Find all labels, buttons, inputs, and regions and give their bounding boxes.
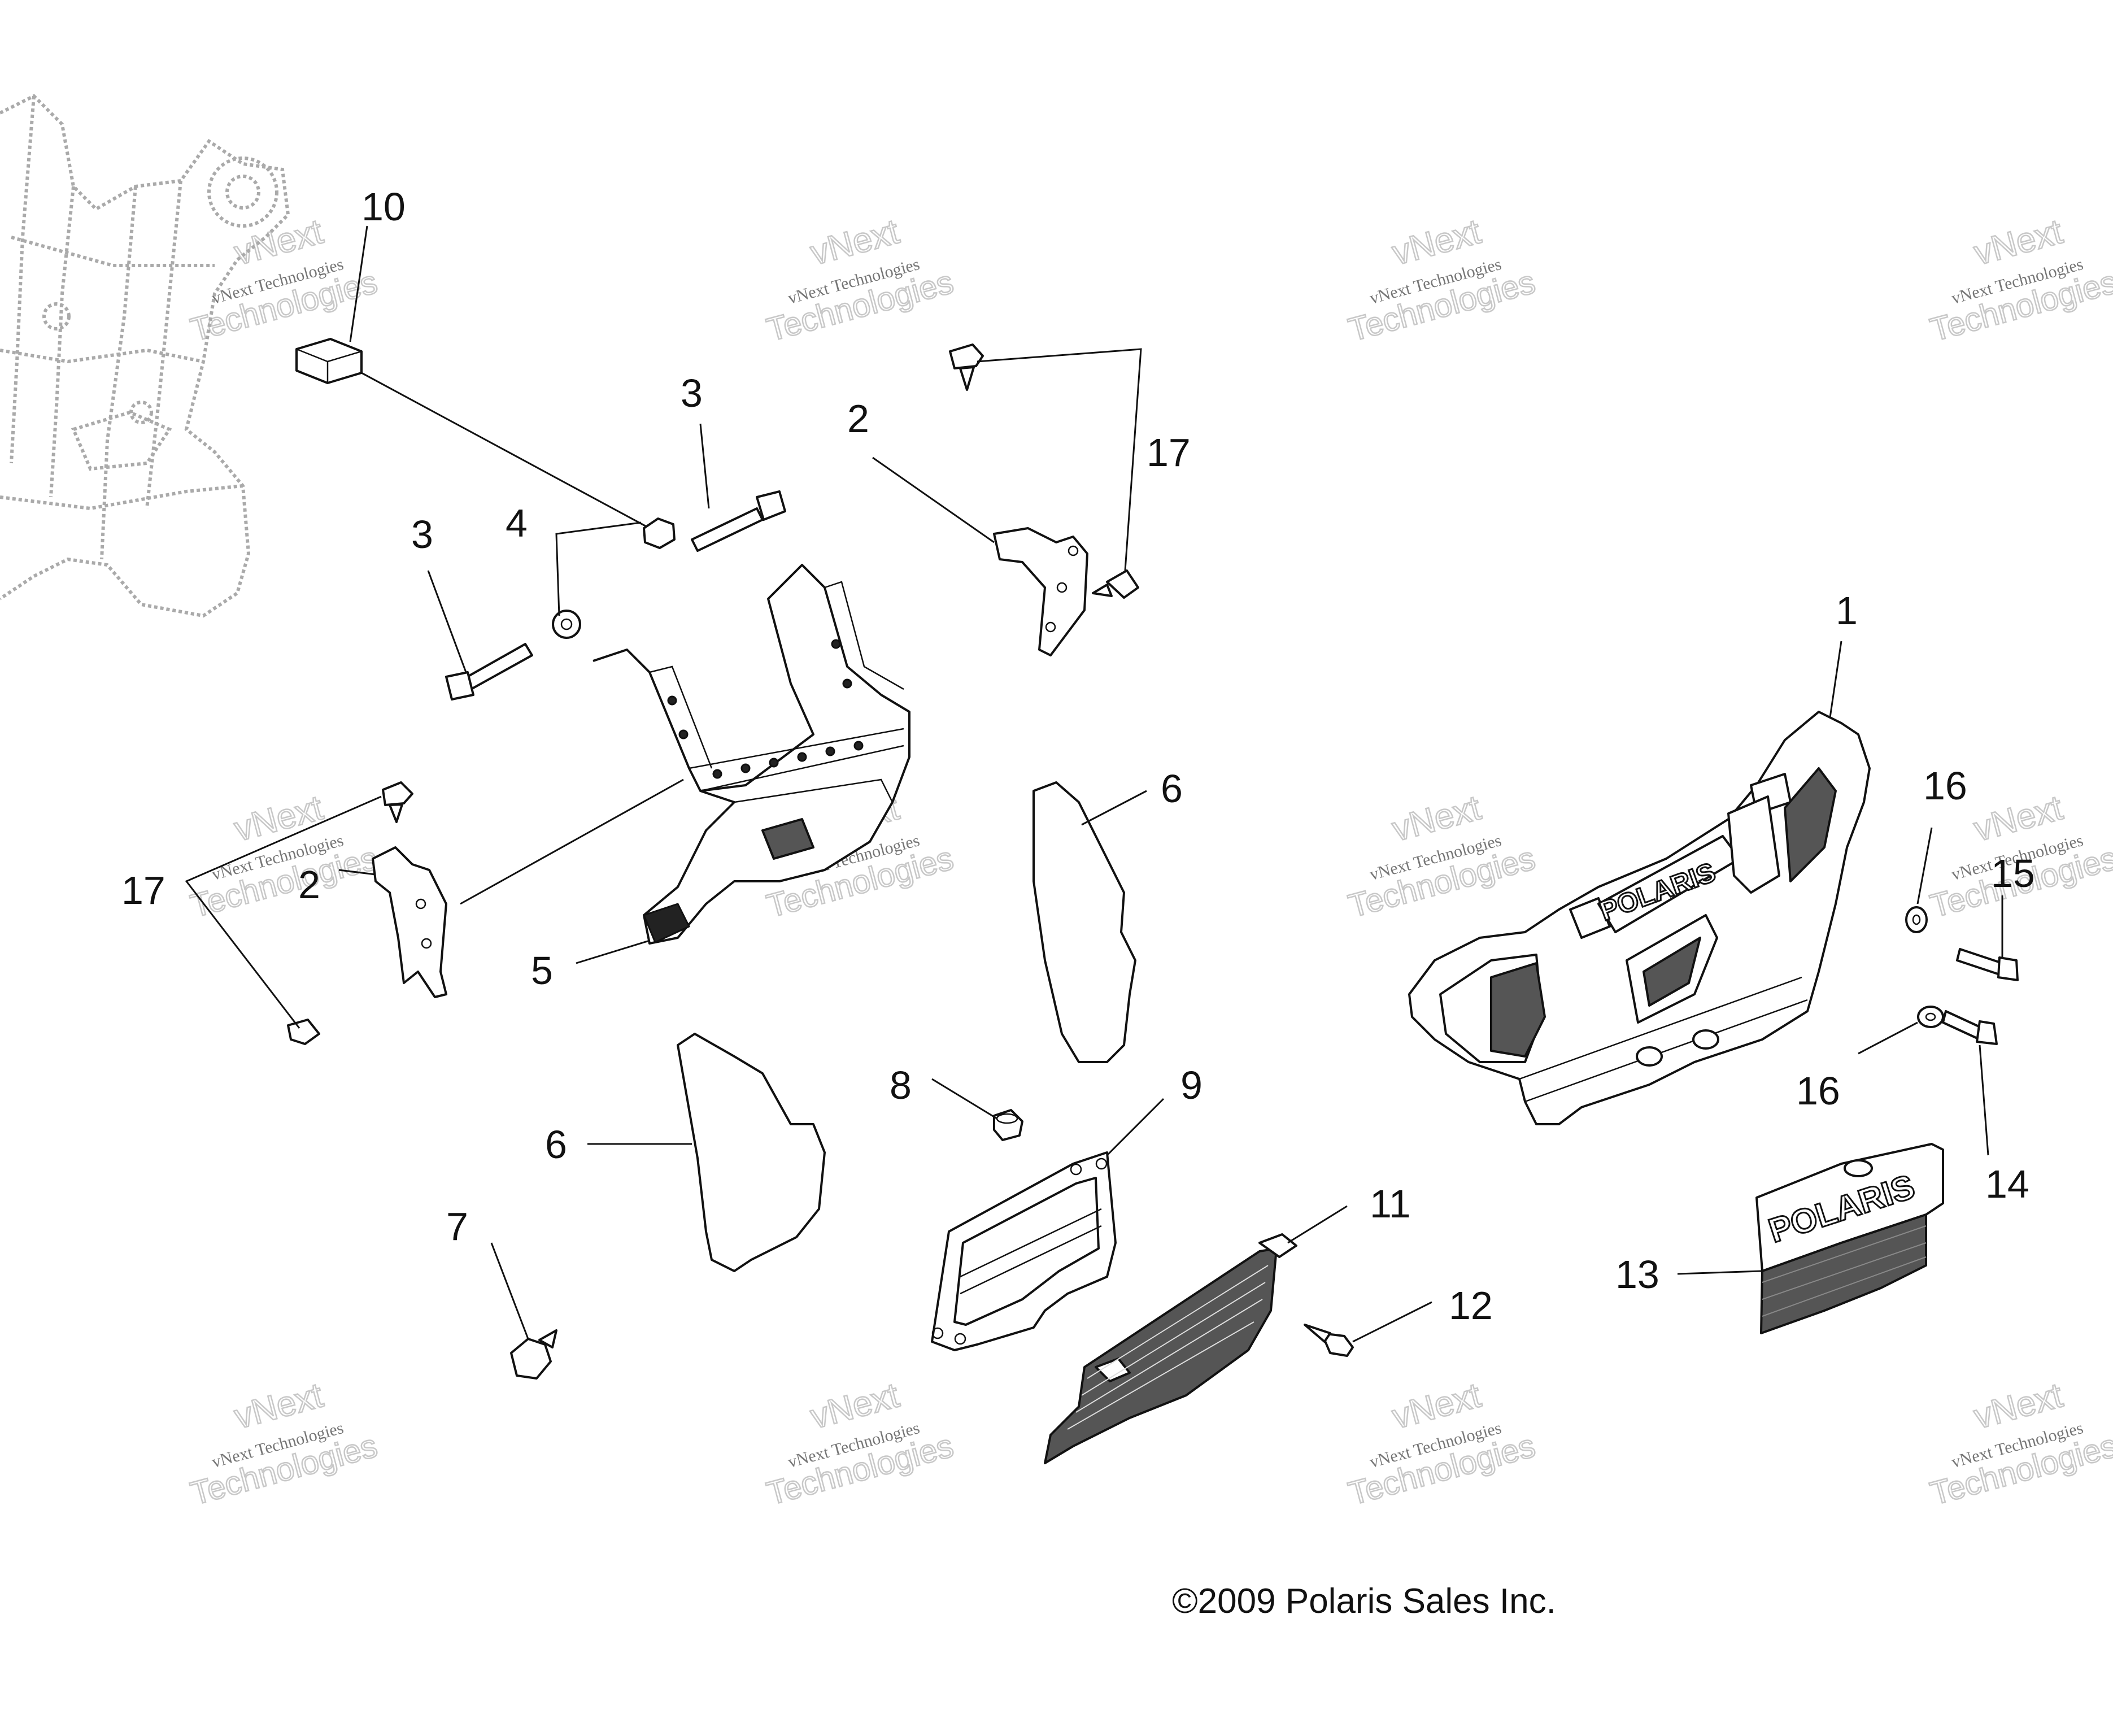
leader-5 bbox=[576, 939, 650, 964]
leader-10-nut bbox=[361, 372, 650, 529]
watermark-top-right: vNext Technologies vNext Technologies bbox=[1926, 211, 2113, 349]
part-8-grommet[interactable] bbox=[993, 1109, 1023, 1141]
callout-17-upper: 17 bbox=[1147, 430, 1191, 475]
leader-17-upper bbox=[977, 348, 1142, 571]
leader-2-lower bbox=[338, 869, 376, 876]
leader-1 bbox=[1829, 641, 1842, 718]
part-17-rivet-lower-b[interactable] bbox=[287, 1019, 320, 1045]
leader-6-right bbox=[1081, 790, 1147, 826]
part-14-bolt[interactable] bbox=[1942, 1010, 1998, 1045]
leader-10 bbox=[349, 225, 368, 342]
callout-10: 10 bbox=[361, 185, 406, 229]
callout-2-lower: 2 bbox=[298, 863, 320, 907]
leader-16-upper bbox=[1916, 827, 1933, 904]
part-17-rivet-lower-a[interactable] bbox=[382, 781, 413, 823]
part-1-front-fascia[interactable]: POLARIS bbox=[1408, 711, 1871, 1125]
part-15-bolt[interactable] bbox=[1956, 948, 2019, 981]
part-13-front-panel[interactable]: POLARIS bbox=[1755, 1143, 1944, 1334]
leader-8 bbox=[931, 1078, 997, 1120]
part-2-bracket-upper[interactable] bbox=[993, 527, 1088, 656]
callout-16-lower: 16 bbox=[1796, 1069, 1840, 1113]
part-10-pad[interactable] bbox=[295, 338, 363, 384]
callout-3-lower: 3 bbox=[411, 512, 433, 556]
part-9-grille-frame[interactable] bbox=[931, 1151, 1117, 1351]
callout-5: 5 bbox=[531, 949, 553, 993]
part-7-rivet[interactable] bbox=[510, 1329, 557, 1380]
part-3-bolt-upper[interactable] bbox=[691, 490, 786, 552]
leader-16-lower bbox=[1858, 1021, 1918, 1055]
leader-4 bbox=[555, 521, 642, 616]
leader-3-lower bbox=[427, 570, 467, 673]
watermark-bottom-right: vNext Technologies vNext Technologies bbox=[1926, 1375, 2113, 1513]
vehicle-frame-outline bbox=[0, 94, 290, 618]
part-17-rivet-upper-a[interactable] bbox=[949, 343, 984, 391]
watermark-bottom-center-right: vNext Technologies vNext Technologies bbox=[1344, 1375, 1540, 1513]
leader-3-upper bbox=[699, 423, 710, 509]
callout-6-right: 6 bbox=[1161, 767, 1183, 811]
part-5-bumper-frame[interactable] bbox=[592, 564, 910, 945]
callout-13: 13 bbox=[1615, 1252, 1659, 1296]
watermark-bottom-left: vNext Technologies vNext Technologies bbox=[186, 1375, 382, 1513]
callout-17-lower: 17 bbox=[121, 868, 165, 912]
callout-8: 8 bbox=[890, 1063, 912, 1107]
part-2-bracket-lower[interactable] bbox=[372, 846, 447, 998]
leader-11 bbox=[1287, 1205, 1348, 1244]
watermark-top-left: vNext Technologies vNext Technologies bbox=[186, 211, 382, 349]
leader-5-bracket bbox=[460, 778, 684, 905]
callout-9: 9 bbox=[1180, 1063, 1203, 1107]
part-3-bolt-lower[interactable] bbox=[445, 643, 533, 701]
callout-12: 12 bbox=[1449, 1283, 1493, 1328]
part-17-rivet-upper-b[interactable] bbox=[1092, 569, 1139, 599]
part-6-panel-right[interactable] bbox=[1032, 781, 1136, 1063]
callout-15: 15 bbox=[1991, 851, 2035, 895]
callout-14: 14 bbox=[1985, 1162, 2029, 1206]
callout-7: 7 bbox=[446, 1204, 468, 1248]
callout-4: 4 bbox=[506, 501, 528, 545]
part-11-mesh-screen[interactable] bbox=[1044, 1233, 1297, 1464]
watermark-top-center-left: vNext Technologies vNext Technologies bbox=[763, 211, 958, 349]
part-12-screw[interactable] bbox=[1304, 1324, 1354, 1357]
callout-16-upper: 16 bbox=[1923, 764, 1967, 808]
callout-6-left: 6 bbox=[545, 1122, 567, 1167]
watermark-mid-center-right: vNext Technologies vNext Technologies bbox=[1344, 787, 1540, 925]
part-16-washer-upper[interactable] bbox=[1905, 906, 1928, 933]
leader-17-lower bbox=[185, 795, 382, 1029]
part-16-washer-lower[interactable] bbox=[1917, 1006, 1944, 1028]
leader-2-upper bbox=[872, 456, 995, 543]
callout-1: 1 bbox=[1836, 589, 1858, 633]
part-4-nut[interactable] bbox=[552, 517, 676, 639]
watermark-bottom-center-left: vNext Technologies vNext Technologies bbox=[763, 1375, 958, 1513]
leader-9 bbox=[1106, 1098, 1165, 1156]
leader-14 bbox=[1979, 1045, 1989, 1156]
copyright-text: ©2009 Polaris Sales Inc. bbox=[1172, 1582, 1556, 1621]
leader-12 bbox=[1352, 1301, 1432, 1343]
callout-3-upper: 3 bbox=[681, 371, 703, 415]
callout-2-upper: 2 bbox=[847, 397, 869, 441]
leader-13 bbox=[1677, 1270, 1762, 1275]
part-6-panel-left[interactable] bbox=[677, 1033, 826, 1272]
callout-11: 11 bbox=[1370, 1182, 1411, 1226]
leader-7 bbox=[490, 1242, 529, 1339]
watermark-top-center-right: vNext Technologies vNext Technologies bbox=[1344, 211, 1540, 349]
